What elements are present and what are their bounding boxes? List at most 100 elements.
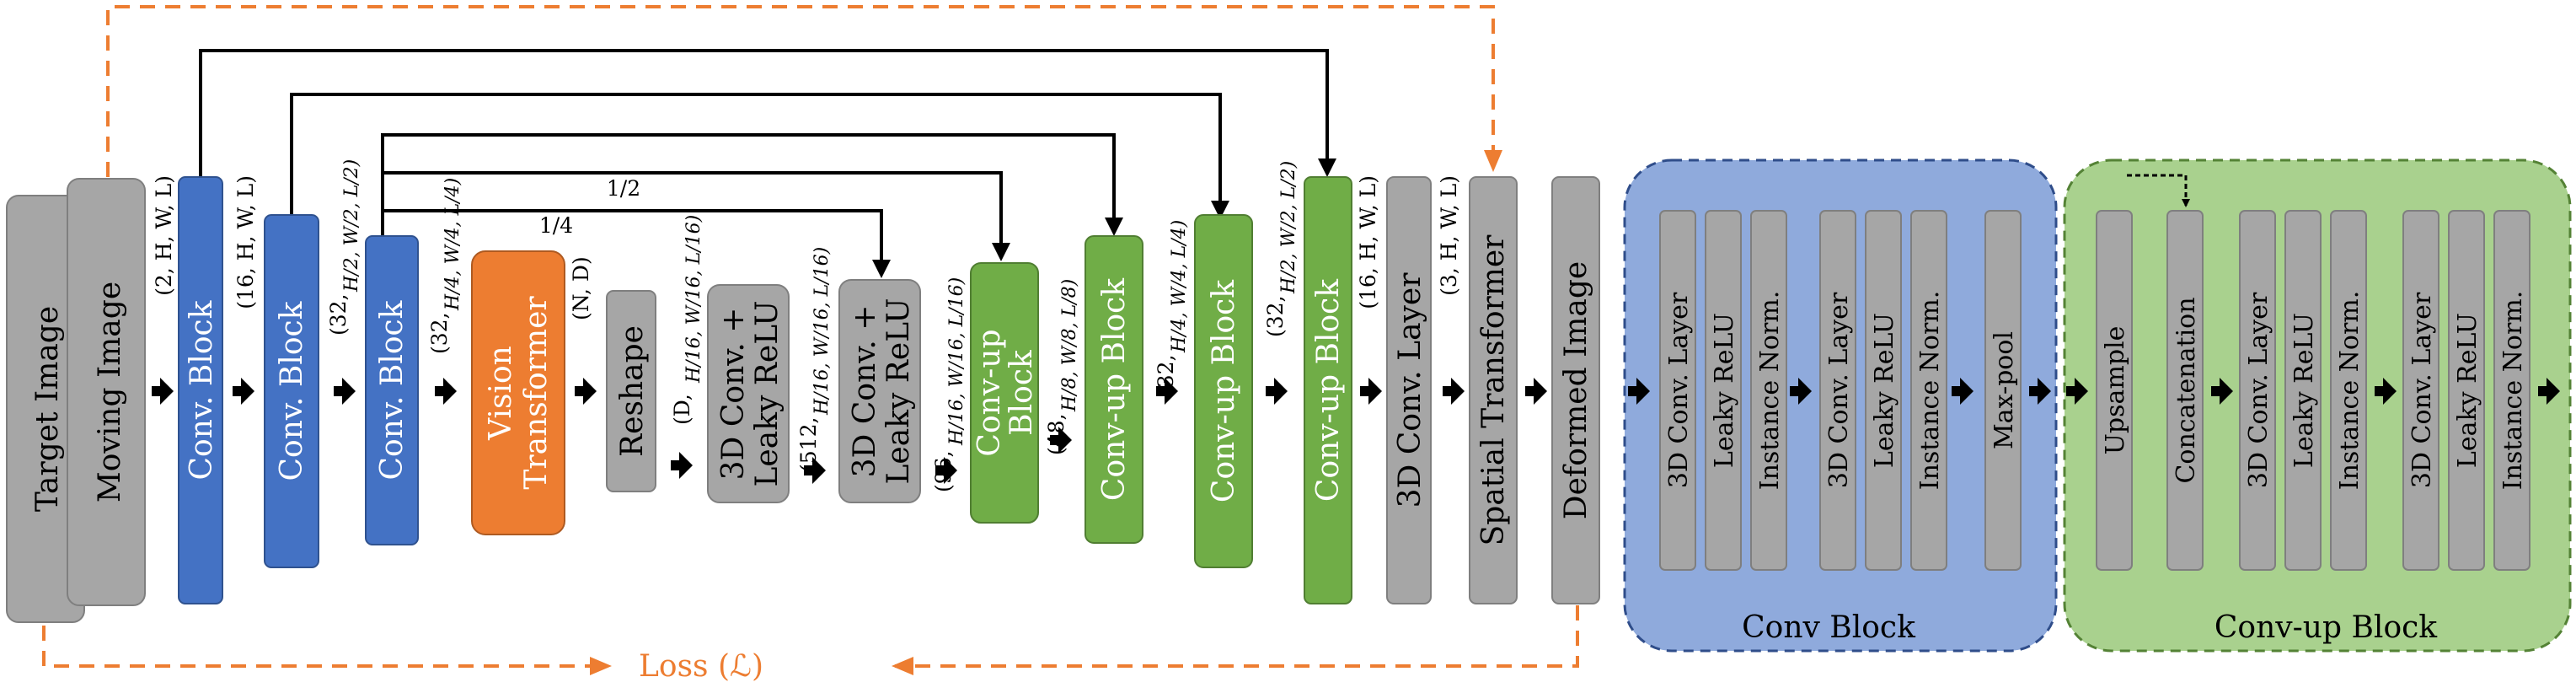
- convup-layer-bar-2: [2166, 210, 2204, 571]
- convup-block-4-label: Conv-up Block: [1311, 278, 1346, 502]
- convup-layer-bar-6: [2402, 210, 2439, 571]
- skip-1: [199, 49, 1336, 177]
- dim-9b: H/8, W/8, L/8): [1059, 279, 1080, 412]
- convup-layer-bar-5-label: Instance Norm.: [2335, 291, 2364, 491]
- target-image-label: Target Image: [30, 306, 65, 512]
- convup-layer-bar-4: [2284, 210, 2322, 571]
- conv-layer-bar-5: [1865, 210, 1902, 571]
- conv-block-3-label: Conv. Block: [375, 299, 410, 480]
- skip-5: [383, 209, 891, 278]
- convup-block-layers: Upsample Concatenation 3D Conv. Layer Leaky…: [2096, 210, 2530, 571]
- convup-block-2: [1084, 235, 1143, 544]
- panel-arrow-5: [2066, 378, 2088, 405]
- arrow-4: [435, 378, 457, 405]
- vision-transformer-label-1: Vision: [484, 346, 518, 441]
- vision-transformer-block: [471, 250, 565, 535]
- dim-12: (16, H, W, L): [1356, 175, 1380, 309]
- skip-4: [383, 171, 1010, 261]
- dim-11a: (32,: [1263, 295, 1288, 337]
- loss-right-path: [892, 605, 1579, 675]
- arrow-8: [935, 457, 957, 484]
- reshape-label: Reshape: [615, 325, 650, 457]
- deformed-image-block: [1551, 176, 1600, 604]
- dim-11b: H/2, W/2, L/2): [1278, 161, 1299, 294]
- arrow-7: [804, 457, 826, 484]
- arrow-10: [1156, 378, 1178, 405]
- conv-layer-bar-2: [1705, 210, 1742, 571]
- convup-block-1: [970, 262, 1039, 524]
- panel-arrow-6: [2211, 378, 2233, 405]
- forward-arrows: [152, 378, 1547, 484]
- spatial-transformer-label: Spatial Transformer: [1476, 234, 1511, 546]
- deformed-image-label: Deformed Image: [1559, 261, 1593, 519]
- scale-half-label: 1/2: [607, 176, 640, 201]
- conv-layer-bar-4-label: 3D Conv. Layer: [1824, 292, 1854, 488]
- conv-block-1-label: Conv. Block: [185, 299, 219, 480]
- dim-2: (16, H, W, L): [233, 175, 258, 309]
- dim-10b: H/4, W/4, L/4): [1169, 220, 1190, 353]
- dim-3b: H/2, W/2, L/2): [341, 159, 362, 293]
- convup-layer-bar-2-label: Concatenation: [2172, 297, 2201, 483]
- dim-4b: H/4, W/4, L/4): [442, 178, 463, 311]
- moving-image-block: [67, 178, 146, 606]
- conv-layer-bar-2-label: Leaky ReLU: [1710, 313, 1739, 468]
- convup-layer-bar-1-label: Upsample: [2101, 326, 2130, 455]
- panel-arrow-2: [1790, 378, 1812, 405]
- conv-layer-bar-1-label: 3D Conv. Layer: [1664, 292, 1694, 488]
- panel-arrow-8: [2538, 378, 2560, 405]
- dim-1: (2, H, W, L): [152, 175, 176, 296]
- convup-block-2-label: Conv-up Block: [1097, 277, 1132, 501]
- dim-5: (N, D): [569, 256, 593, 320]
- conv3d-leaky-block-1: [707, 284, 790, 503]
- panel-arrows: [1628, 378, 2560, 405]
- concat-input-arrow: [2127, 174, 2190, 207]
- scale-quarter-label: 1/4: [539, 213, 573, 238]
- conv3d-leaky-1-label-2: Leaky ReLU: [750, 301, 785, 487]
- convup-layer-bar-8: [2493, 210, 2530, 571]
- conv3d-layer-block: [1386, 176, 1432, 604]
- panel-arrow-3: [1952, 378, 1974, 405]
- conv3d-leaky-2-label-1: 3D Conv. +: [848, 305, 882, 478]
- conv-layer-bar-6: [1910, 210, 1947, 571]
- panel-arrow-1: [1628, 378, 1650, 405]
- convup-layer-bar-3-label: 3D Conv. Layer: [2244, 292, 2273, 488]
- arrow-9: [1050, 427, 1072, 454]
- vision-transformer-label-2: Transformer: [519, 296, 554, 490]
- arrow-11: [1266, 378, 1288, 405]
- skip-2: [290, 93, 1229, 219]
- arrow-14: [1525, 378, 1547, 405]
- convup-layer-bar-4-label: Leaky ReLU: [2289, 313, 2319, 468]
- convup-layer-bar-3: [2239, 210, 2276, 571]
- skip-3: [381, 133, 1123, 236]
- loss-top-path: [106, 5, 1502, 177]
- dim-3a: (32,: [326, 293, 351, 336]
- convup-layer-bar-7-label: Leaky ReLU: [2453, 313, 2482, 468]
- dim-8b: H/16, W/16, L/16): [946, 277, 967, 446]
- dim-4a: (32,: [427, 312, 452, 354]
- arrow-12: [1360, 378, 1382, 405]
- convup-block-1-label-1: Conv-up: [972, 329, 1007, 456]
- convup-layer-bar-7: [2448, 210, 2485, 571]
- arrow-3: [334, 378, 356, 405]
- convup-layer-bar-6-label: 3D Conv. Layer: [2407, 292, 2437, 488]
- panel-arrow-4: [2029, 378, 2051, 405]
- conv-layer-bar-7-label: Max-pool: [1990, 331, 2019, 449]
- convup-block-3-label: Conv-up Block: [1207, 279, 1241, 502]
- conv-layer-bar-3: [1750, 210, 1787, 571]
- convup-block-3: [1194, 214, 1253, 568]
- spatial-transformer-block: [1469, 176, 1518, 604]
- conv-layer-bar-1: [1659, 210, 1696, 571]
- conv-layer-bar-5-label: Leaky ReLU: [1870, 313, 1899, 468]
- arrow-5: [575, 378, 597, 405]
- dim-13: (3, H, W, L): [1437, 175, 1461, 296]
- conv3d-layer-label: 3D Conv. Layer: [1393, 272, 1427, 508]
- conv3d-leaky-2-label-2: Leaky ReLU: [881, 298, 916, 485]
- loss-label: Loss (ℒ): [639, 649, 763, 684]
- reshape-block: [606, 290, 656, 492]
- arrow-6: [671, 452, 693, 479]
- convup-layer-bar-8-label: Instance Norm.: [2498, 291, 2528, 491]
- loss-paths: [42, 5, 1579, 675]
- arrow-13: [1443, 378, 1465, 405]
